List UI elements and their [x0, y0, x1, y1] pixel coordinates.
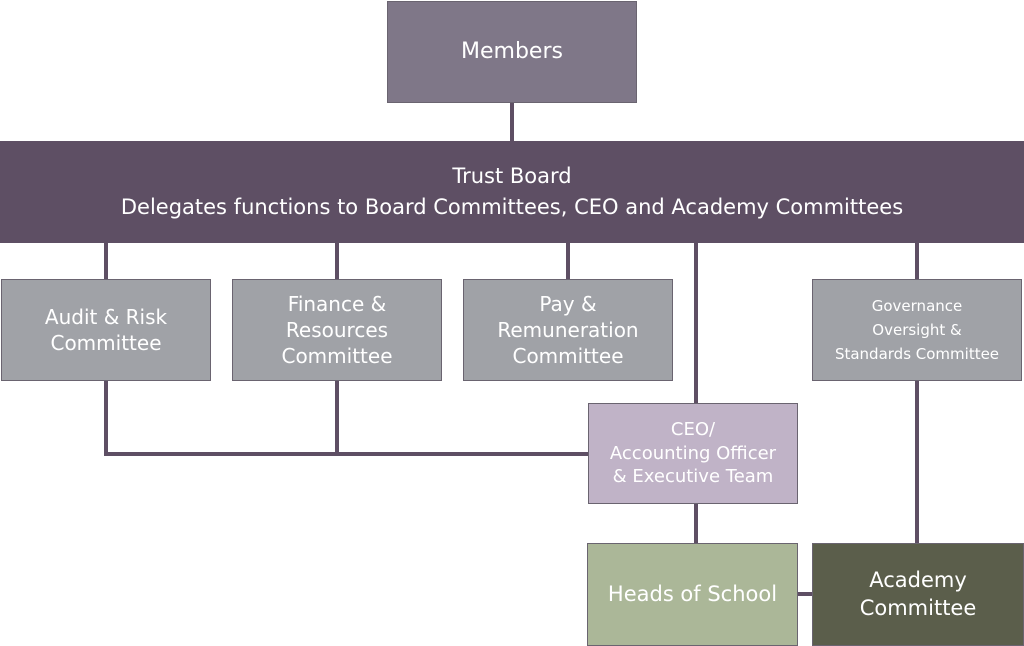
finance-resources-committee-node: Finance & Resources Committee [232, 279, 442, 381]
connector-members-board [510, 103, 514, 141]
heads-label: Heads of School [607, 581, 778, 606]
audit-line1: Audit & Risk [44, 305, 168, 329]
connector-finance-down [335, 381, 339, 456]
academy-line1: Academy [869, 568, 967, 593]
pay-line2: Remuneration [497, 318, 639, 342]
governance-line3: Standards Committee [834, 345, 1000, 363]
governance-line1: Governance [871, 297, 963, 315]
members-label: Members [461, 38, 563, 64]
audit-risk-committee-node: Audit & Risk Committee [1, 279, 211, 381]
heads-of-school-node: Heads of School [587, 543, 798, 646]
connector-board-audit [104, 243, 108, 279]
finance-line2: Resources [285, 318, 389, 342]
pay-line3: Committee [512, 344, 624, 368]
connector-governance-academy [915, 381, 919, 543]
trust-board-node: Trust Board Delegates functions to Board… [0, 141, 1024, 243]
members-node: Members [387, 1, 637, 103]
ceo-line2: Accounting Officer [609, 442, 777, 464]
governance-line2: Oversight & [872, 321, 962, 339]
governance-committee-node: Governance Oversight & Standards Committ… [812, 279, 1022, 381]
connector-ceo-heads [694, 504, 698, 543]
connector-committees-ceo [104, 452, 588, 456]
connector-audit-down [104, 381, 108, 456]
ceo-line1: CEO/ [670, 419, 716, 441]
finance-line3: Committee [281, 344, 393, 368]
ceo-node: CEO/ Accounting Officer & Executive Team [588, 403, 798, 504]
connector-heads-academy [798, 592, 812, 596]
academy-line2: Committee [859, 595, 977, 620]
pay-line1: Pay & [539, 292, 597, 316]
academy-committee-node: Academy Committee [812, 543, 1024, 646]
connector-board-pay [566, 243, 570, 279]
finance-line1: Finance & [287, 292, 387, 316]
connector-board-governance [915, 243, 919, 279]
trust-board-subtitle: Delegates functions to Board Committees,… [120, 195, 904, 219]
trust-board-title: Trust Board [452, 163, 572, 188]
ceo-line3: & Executive Team [612, 466, 774, 488]
connector-board-ceo [694, 243, 698, 403]
pay-remuneration-committee-node: Pay & Remuneration Committee [463, 279, 673, 381]
connector-board-finance [335, 243, 339, 279]
audit-line2: Committee [50, 331, 162, 355]
